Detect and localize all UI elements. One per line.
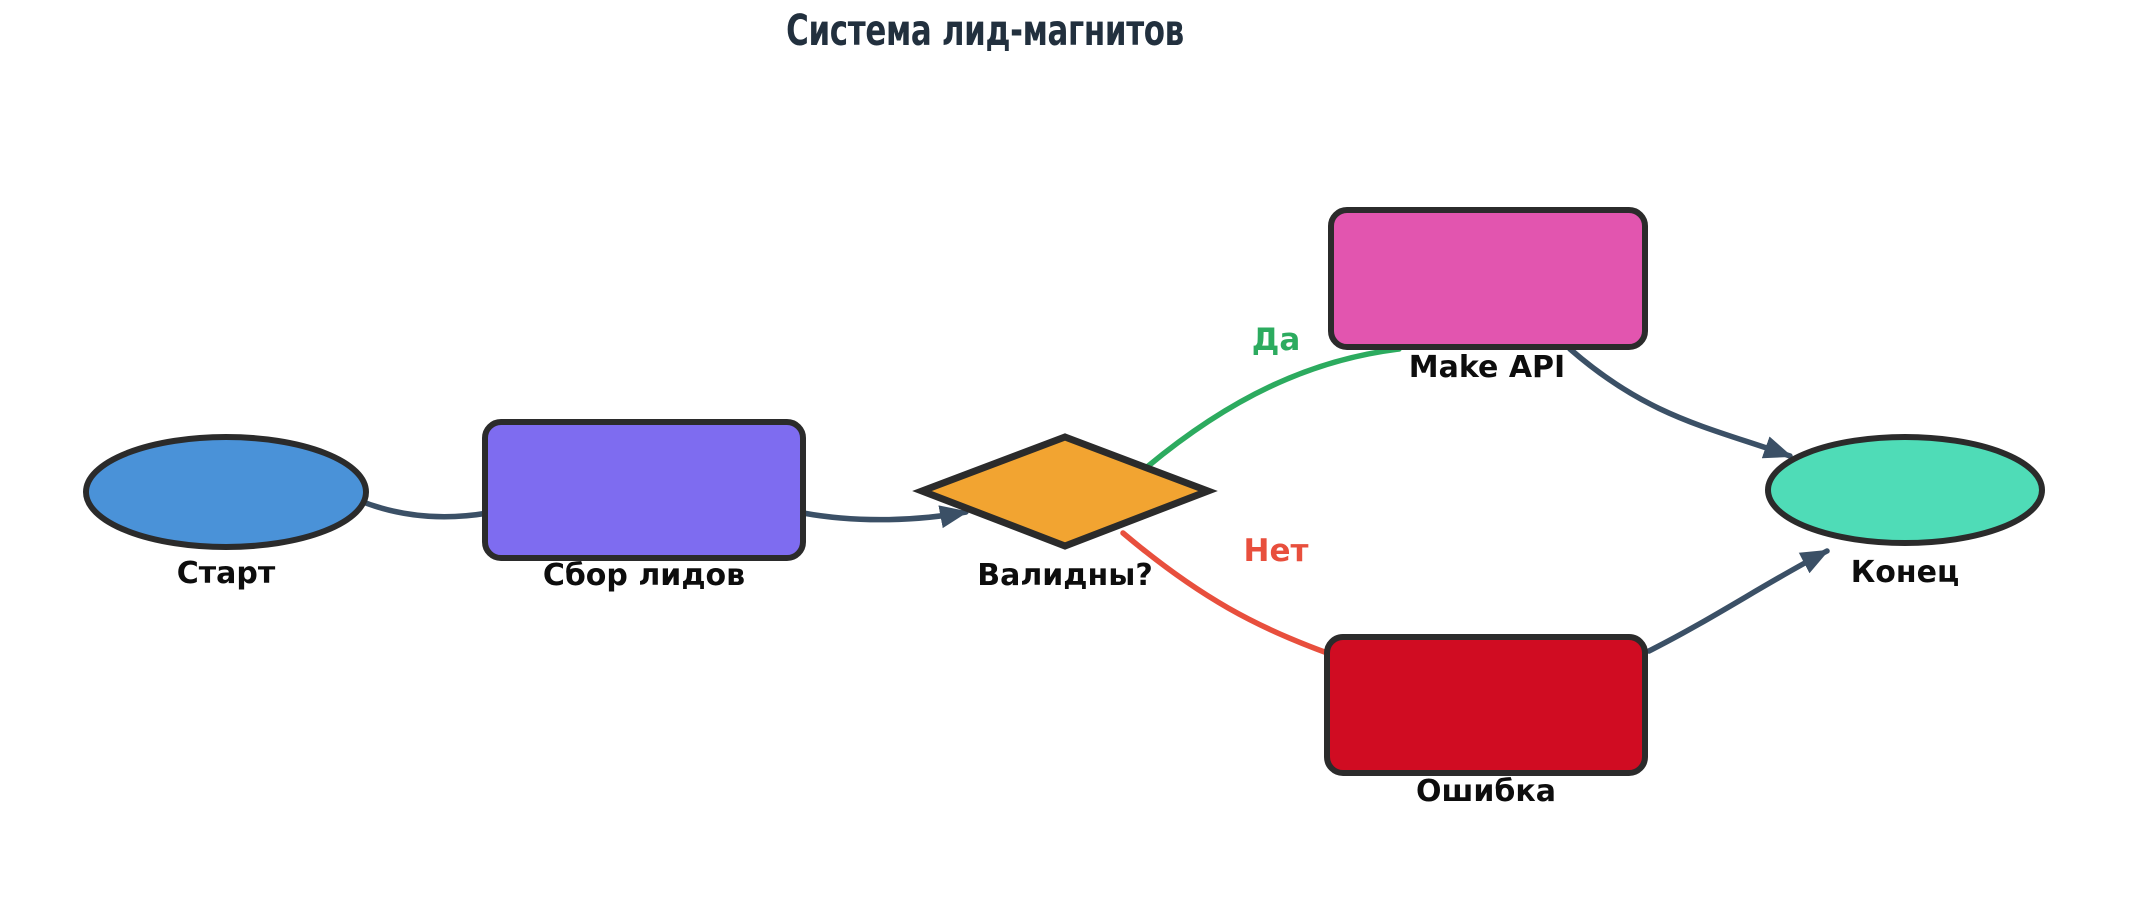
label-end: Конец: [1851, 555, 1959, 590]
label-edge-yes: Да: [1252, 322, 1301, 358]
node-start: [83, 434, 369, 550]
nodes-layer: [83, 207, 2045, 776]
label-valid-decision: Валидны?: [977, 558, 1153, 593]
edge-valid-no-to-error: [1120, 530, 1333, 657]
edge-collect-to-valid: [800, 505, 969, 529]
label-collect-leads: Сбор лидов: [543, 558, 745, 593]
page-title: Система лид-магнитов: [786, 5, 1184, 55]
label-error: Ошибка: [1416, 774, 1556, 809]
edges-layer: [355, 346, 1830, 657]
node-make-api: [1328, 207, 1648, 350]
node-collect-leads: [482, 419, 806, 561]
label-make-api: Make API: [1409, 350, 1565, 385]
edge-start-to-collect: [355, 497, 491, 520]
edge-error-to-end: [1646, 548, 1830, 654]
edge-valid-yes-to-makeapi: [1144, 346, 1402, 470]
node-valid-decision: [912, 433, 1218, 550]
node-error: [1324, 634, 1648, 776]
edge-makeapi-to-end: [1567, 346, 1793, 459]
labels-layer: Система лид-магнитов Старт Сбор лидов Ва…: [177, 5, 1959, 809]
node-end: [1765, 434, 2045, 546]
label-start: Старт: [177, 556, 276, 591]
label-edge-no: Нет: [1244, 533, 1309, 569]
